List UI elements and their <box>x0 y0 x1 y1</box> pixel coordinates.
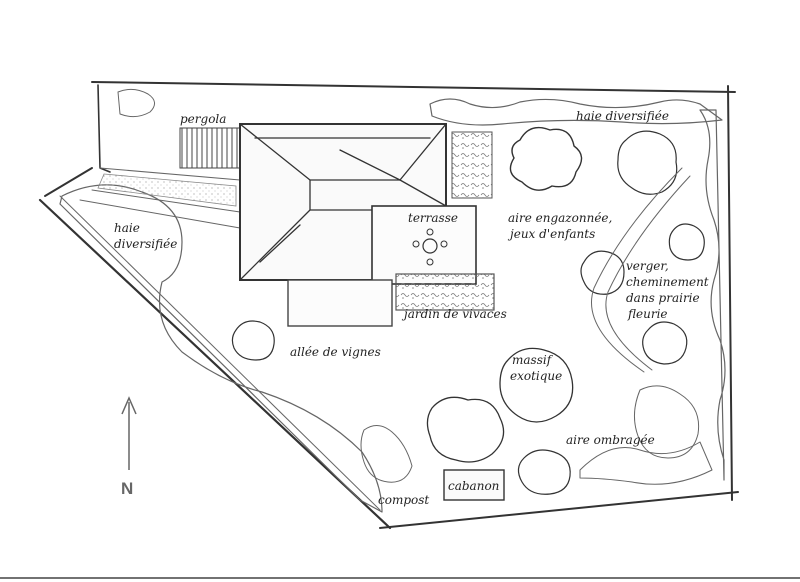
label-pergola: pergola <box>180 112 226 126</box>
label-massif-1: massif <box>512 353 554 367</box>
tree-west <box>231 320 275 361</box>
label-cabanon: cabanon <box>448 479 499 493</box>
label-aire-engazonnee-2: jeux d'enfants <box>507 227 595 241</box>
access-paths <box>79 167 241 229</box>
tree-lawn <box>509 126 583 191</box>
tree-northeast <box>617 130 678 195</box>
north-arrow: N <box>121 396 137 498</box>
label-jardin-vivaces: jardin de vivaces <box>401 307 507 321</box>
tree-south <box>426 396 505 463</box>
label-verger-1: verger, <box>626 259 669 273</box>
label-verger-3: dans prairie <box>626 291 700 305</box>
tree-orchard-1 <box>668 223 705 261</box>
tree-southeast <box>517 449 571 495</box>
shade-area-edge <box>579 441 713 485</box>
trees <box>231 126 705 495</box>
tree-orchard-3 <box>642 321 688 365</box>
label-verger-4: fleurie <box>627 307 668 321</box>
north-hedge <box>117 88 723 126</box>
label-aire-engazonnee-1: aire engazonnée, <box>508 211 612 225</box>
label-verger-2: cheminement <box>626 275 709 289</box>
shade-shrubs <box>634 385 700 459</box>
north-letter: N <box>121 479 133 498</box>
tree-massif <box>499 347 574 423</box>
orchard-path <box>590 167 691 373</box>
label-terrasse: terrasse <box>408 211 458 225</box>
terrace <box>371 205 477 285</box>
lower-strips <box>287 273 495 327</box>
east-hedge <box>699 109 726 481</box>
tree-orchard-2 <box>580 250 625 295</box>
shrub-compost <box>360 425 413 483</box>
label-allee-vignes: allée de vignes <box>290 345 381 359</box>
label-massif-2: exotique <box>510 369 562 383</box>
cabanon-shed <box>443 469 505 501</box>
label-aire-ombragee: aire ombragée <box>566 433 655 447</box>
label-haie-west-2: diversifiée <box>114 237 177 251</box>
plot-boundary <box>38 81 739 530</box>
house-side-planter <box>451 131 493 199</box>
pergola <box>179 127 241 169</box>
plan-labels: haie diversifiée pergola haie diversifié… <box>114 109 709 507</box>
label-compost: compost <box>378 493 429 507</box>
label-haie-west-1: haie <box>114 221 140 235</box>
label-haie-north: haie diversifiée <box>576 109 669 123</box>
